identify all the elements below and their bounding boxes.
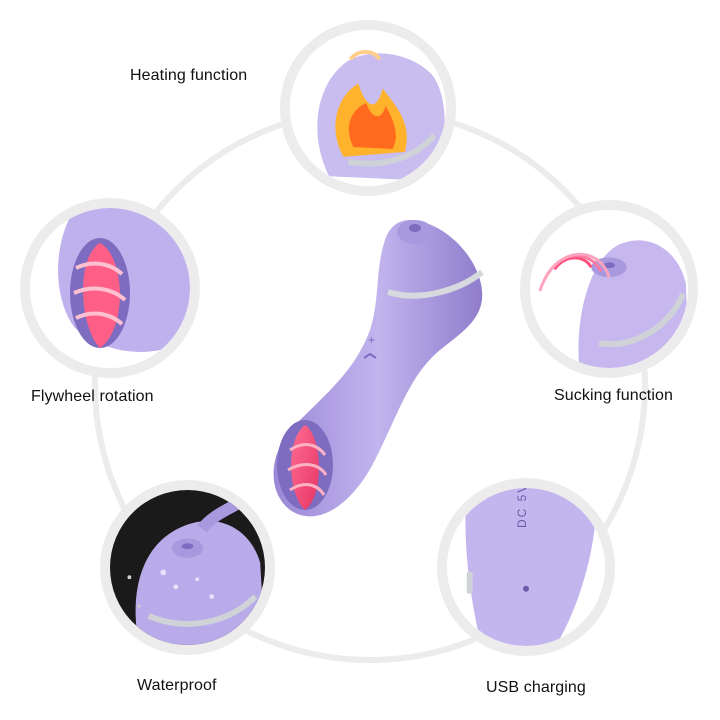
flame-icon: [290, 30, 446, 186]
feature-waterproof-circle: [100, 480, 275, 655]
feature-flywheel-circle: [20, 198, 200, 378]
label-usb-charging: USB charging: [486, 679, 586, 696]
label-waterproof: Waterproof: [137, 677, 217, 694]
label-heating-function: Heating function: [130, 67, 248, 84]
center-product-image: +: [273, 220, 484, 517]
label-flywheel-rotation: Flywheel rotation: [31, 388, 154, 405]
suction-waves-icon: [530, 210, 688, 368]
label-sucking-function: Sucking function: [554, 387, 674, 404]
flywheel-icon: [30, 208, 190, 368]
water-droplets-icon: [110, 490, 265, 645]
feature-sucking-circle: [520, 200, 698, 378]
feature-usb-circle: DC 5V: [437, 478, 615, 656]
usb-port-label: DC 5V: [515, 482, 529, 528]
svg-text:+: +: [368, 333, 375, 347]
feature-heating-circle: [280, 20, 456, 196]
charging-port-icon: [447, 488, 605, 646]
